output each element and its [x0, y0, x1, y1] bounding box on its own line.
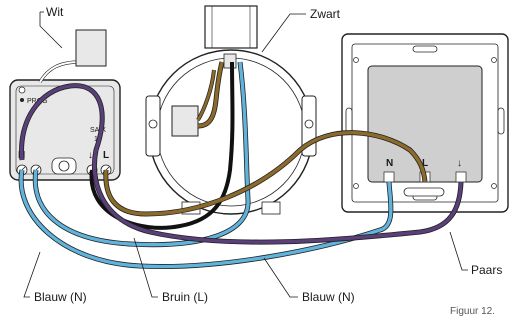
switch-terminal-n: N	[386, 158, 393, 169]
label-blauw-left: Blauw (N)	[34, 290, 87, 304]
leader-blauw-right	[263, 257, 298, 298]
actuator-terminal-l: L	[103, 150, 109, 161]
wire-connector	[171, 105, 199, 137]
label-wit: Wit	[46, 5, 64, 19]
prog-led-icon	[18, 86, 26, 94]
wall-switch: N L ↓	[341, 33, 509, 213]
blue-wire-left	[18, 169, 394, 269]
leader-blauw-left	[23, 251, 41, 298]
leader-bruin	[133, 237, 158, 298]
prog-button[interactable]	[20, 98, 24, 102]
leader-paars	[449, 231, 468, 271]
label-bruin: Bruin (L)	[162, 290, 208, 304]
purple-wire	[19, 83, 464, 245]
leader-lines	[23, 11, 468, 298]
actuator-model-line1: SAIX	[90, 127, 106, 134]
leader-zwart	[261, 13, 306, 53]
switch-terminal-l: L	[422, 158, 428, 169]
white-wire	[38, 29, 107, 83]
blue-wire-right	[32, 61, 251, 248]
label-blauw-right: Blauw (N)	[302, 290, 355, 304]
label-zwart: Zwart	[310, 7, 341, 21]
leader-wit	[39, 12, 63, 49]
label-paars: Paars	[471, 263, 502, 277]
brown-wire	[103, 61, 428, 217]
figure-caption: Figuur 12.	[450, 306, 495, 317]
switch-terminal-arrow: ↓	[457, 158, 462, 169]
actuator-terminal-arrow: ↓	[88, 150, 93, 161]
white-wire-connector	[75, 29, 107, 67]
